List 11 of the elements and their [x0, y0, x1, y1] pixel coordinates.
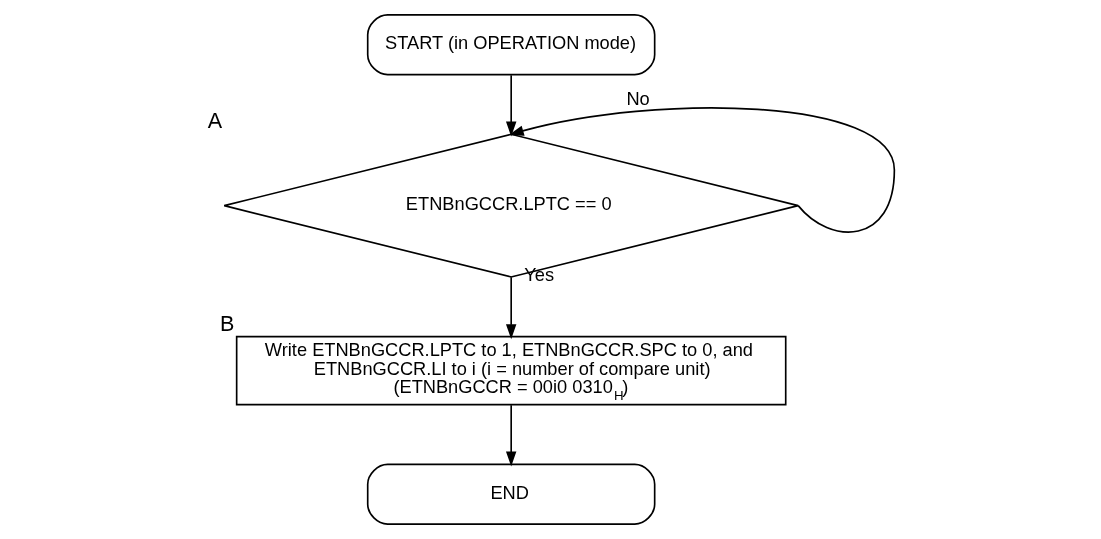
node-box: END: [366, 463, 655, 525]
arrow: [505, 74, 516, 137]
node-label: A: [207, 108, 222, 134]
arrow: [508, 107, 895, 233]
arrow: [505, 276, 516, 340]
node-label: B: [219, 310, 234, 336]
arrow: [505, 404, 516, 467]
edge-label: Yes: [523, 264, 554, 286]
node-box: Write ETNBnGCCR.LPTC to 1, ETNBnGCCR.SPC to 0, and ETNBnGCCR.LI to i (i = number of compare unit) (ETNBnGCCR = 00i0 0310$_{H}$): [235, 335, 787, 406]
node-box: START (in OPERATION mode): [366, 14, 655, 76]
edge-label: No: [625, 87, 650, 109]
